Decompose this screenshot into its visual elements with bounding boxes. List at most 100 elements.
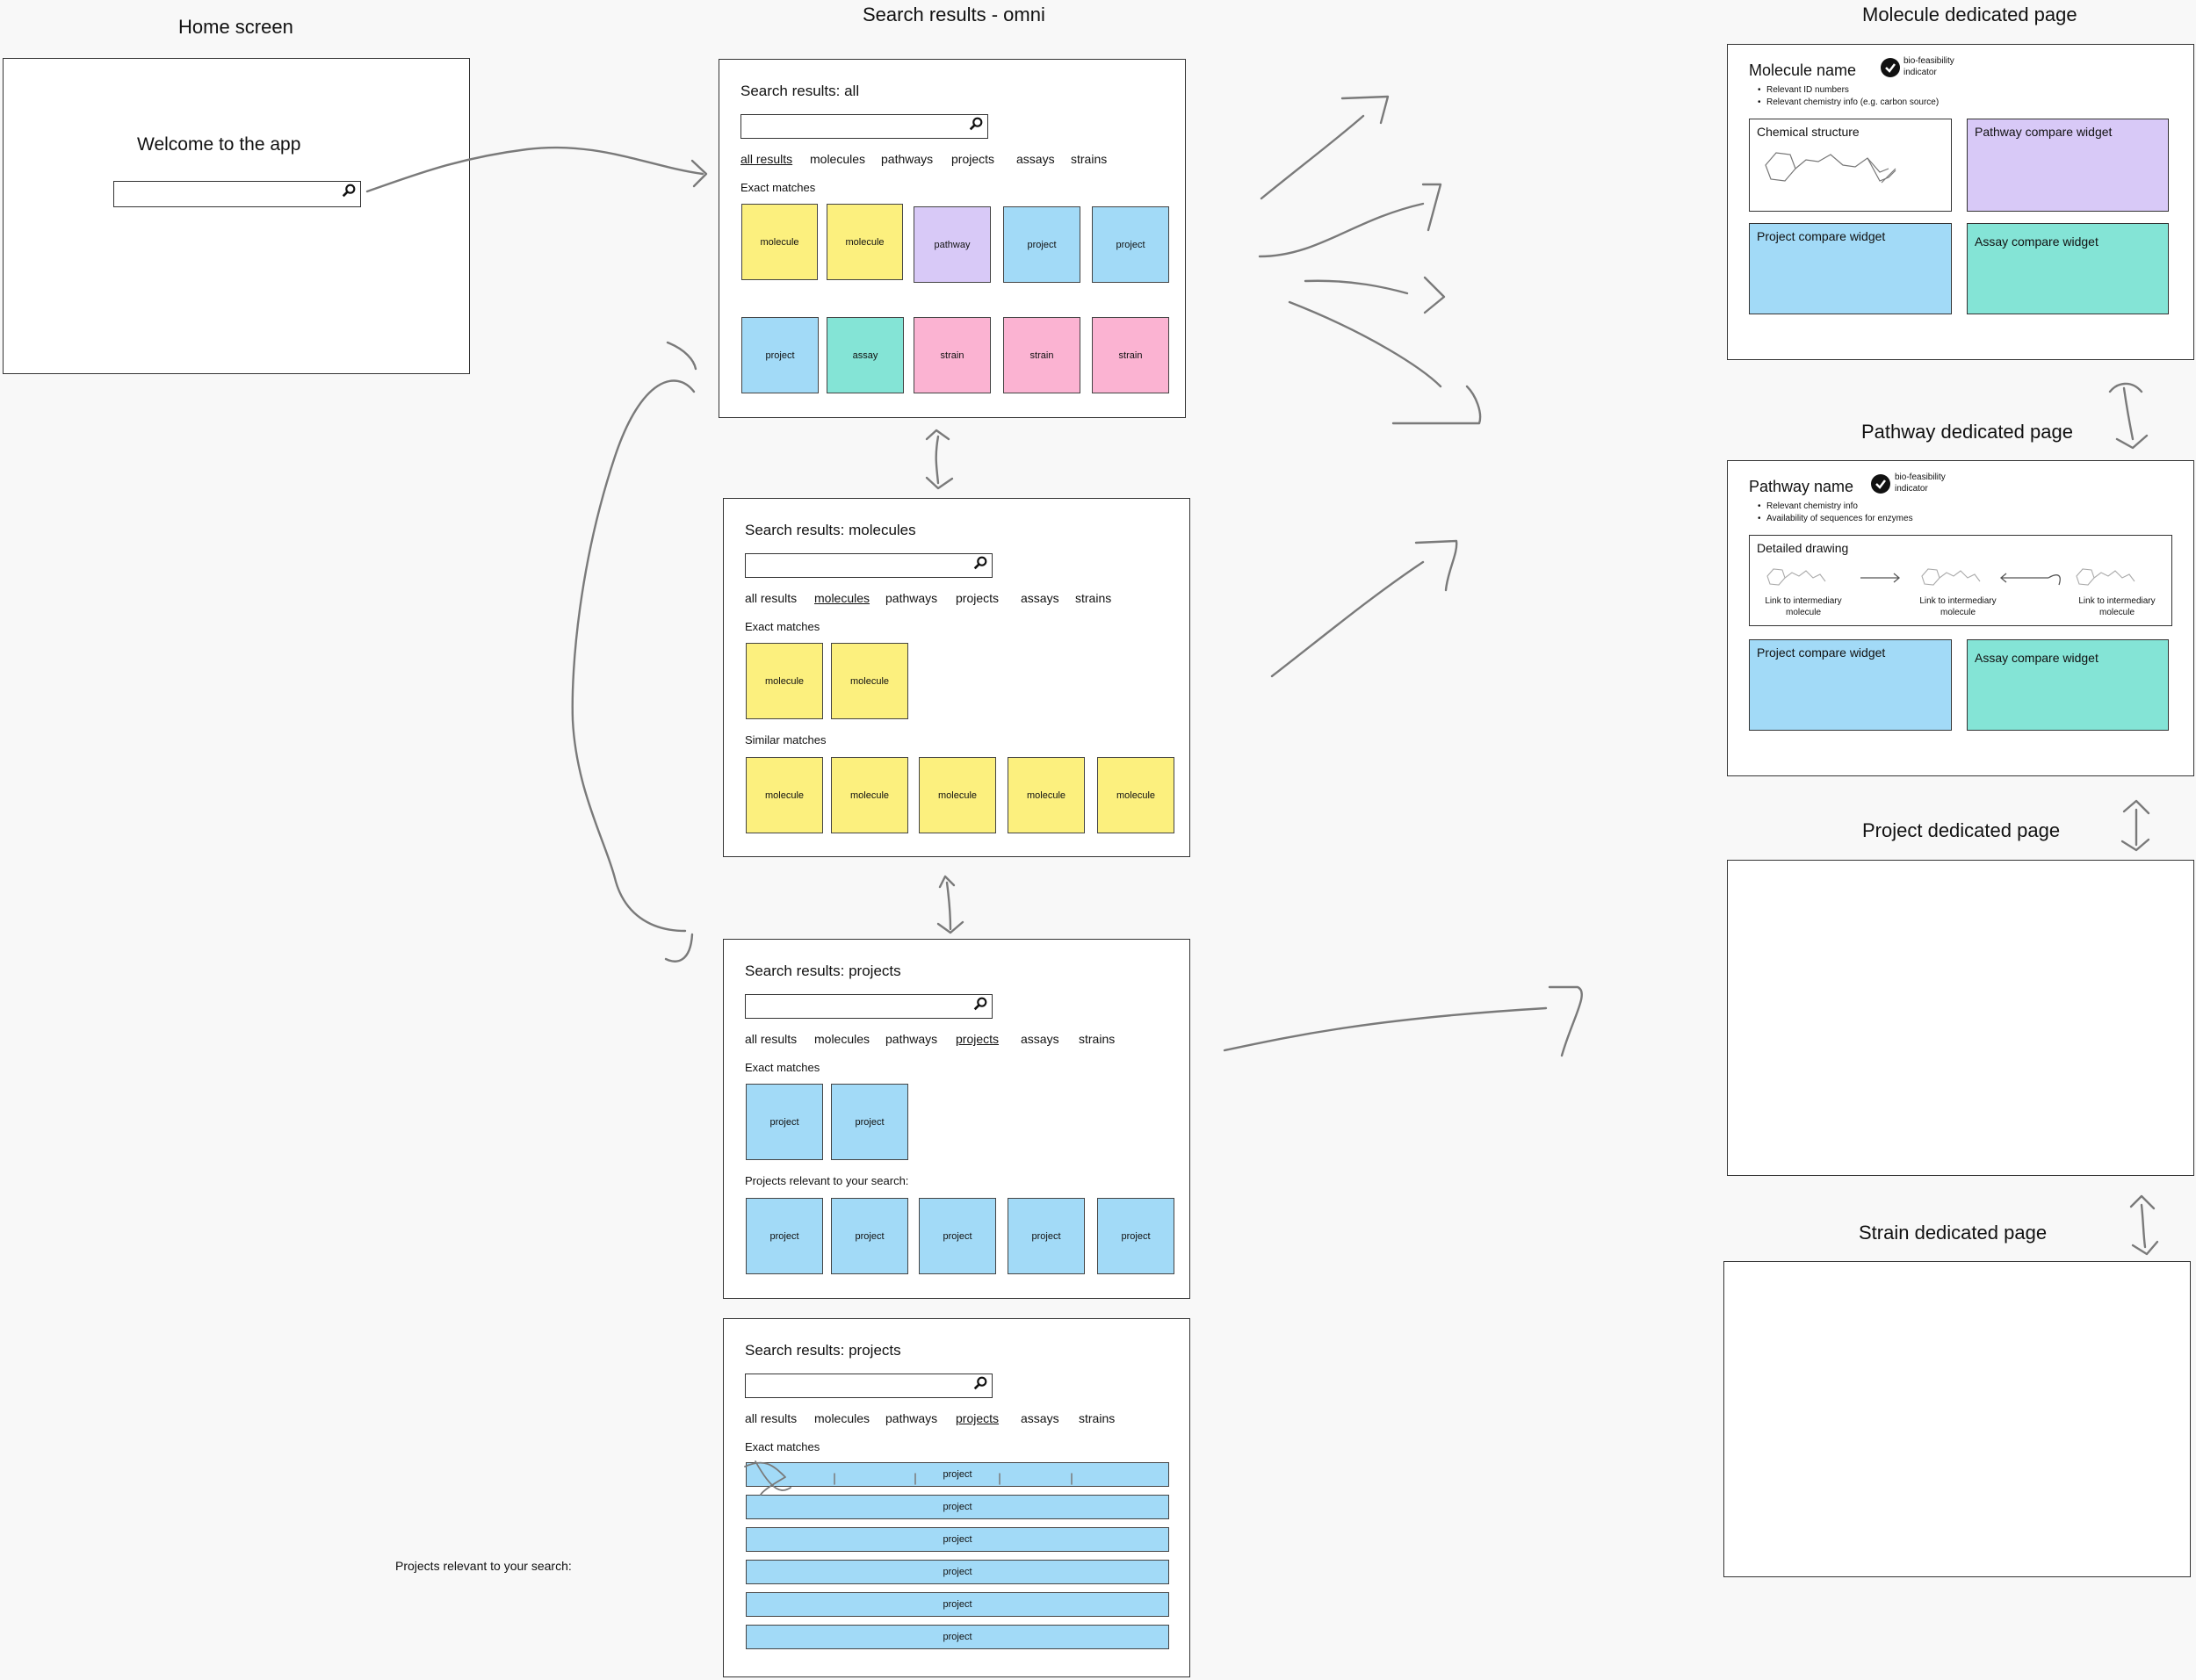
result-card-project[interactable]: project: [746, 1084, 823, 1160]
result-card-project[interactable]: project: [1092, 206, 1169, 283]
project-row[interactable]: project: [746, 1560, 1169, 1584]
result-card-project[interactable]: project: [831, 1084, 908, 1160]
result-card-project[interactable]: project: [1097, 1198, 1174, 1274]
result-card-project[interactable]: project: [831, 1198, 908, 1274]
tab-molecules[interactable]: molecules: [814, 591, 870, 605]
result-card-molecule[interactable]: molecule: [827, 204, 903, 280]
search-icon[interactable]: [972, 1375, 988, 1391]
arrow-projects-project: [1223, 1006, 1548, 1052]
tab-assays[interactable]: assays: [1016, 152, 1055, 166]
widget-label: Chemical structure: [1757, 125, 1860, 139]
search-icon[interactable]: [341, 183, 357, 198]
result-card-molecule[interactable]: molecule: [1008, 757, 1085, 833]
home-search-input[interactable]: [113, 181, 361, 207]
tab-assays[interactable]: assays: [1021, 1411, 1059, 1425]
pathway-page-frame: Pathway name bio-feasibility indicator •…: [1727, 460, 2194, 776]
tab-molecules[interactable]: molecules: [814, 1411, 870, 1425]
tab-projects[interactable]: projects: [956, 1032, 1000, 1046]
search-icon[interactable]: [968, 116, 984, 132]
result-card-strain[interactable]: strain: [914, 317, 991, 393]
search-icon[interactable]: [972, 555, 988, 571]
chemical-structure-drawing: [1765, 152, 1896, 184]
result-card-project[interactable]: project: [741, 317, 819, 393]
project-compare-widget[interactable]: Project compare widget: [1749, 223, 1952, 314]
arrowhead: [690, 159, 708, 188]
tab-all-results[interactable]: all results: [740, 152, 793, 166]
bullet-dot: •: [1758, 501, 1761, 511]
tab-assays[interactable]: assays: [1021, 1032, 1059, 1046]
result-card-molecule[interactable]: molecule: [1097, 757, 1174, 833]
result-card-molecule[interactable]: molecule: [746, 643, 823, 719]
intermediary-link[interactable]: Link to intermediary molecule: [2073, 595, 2161, 618]
search-input[interactable]: [740, 114, 988, 139]
tab-strains[interactable]: strains: [1079, 1032, 1116, 1046]
pathway-page-title: Pathway dedicated page: [1861, 421, 2073, 443]
arrow-project-strain-page: [2140, 1203, 2147, 1249]
result-card-project[interactable]: project: [746, 1198, 823, 1274]
tab-molecules[interactable]: molecules: [814, 1032, 870, 1046]
result-card-project[interactable]: project: [919, 1198, 996, 1274]
bullet-item: Availability of sequences for enzymes: [1766, 514, 1913, 523]
result-card-strain[interactable]: strain: [1003, 317, 1080, 393]
result-card-project[interactable]: project: [1008, 1198, 1085, 1274]
result-card-strain[interactable]: strain: [1092, 317, 1169, 393]
project-compare-widget[interactable]: Project compare widget: [1749, 639, 1952, 731]
result-card-molecule[interactable]: molecule: [919, 757, 996, 833]
tab-projects[interactable]: projects: [956, 1411, 1000, 1425]
tab-pathways[interactable]: pathways: [881, 152, 934, 166]
chemical-structure-widget[interactable]: Chemical structure: [1749, 119, 1952, 212]
tab-all-results[interactable]: all results: [745, 1032, 798, 1046]
section-label-exact: Exact matches: [745, 1061, 820, 1074]
assay-compare-widget[interactable]: Assay compare widget: [1967, 223, 2169, 314]
result-card-assay[interactable]: assay: [827, 317, 904, 393]
arrowhead: [2108, 382, 2143, 393]
intermediary-link[interactable]: Link to intermediary molecule: [1918, 595, 1997, 618]
tab-all-results[interactable]: all results: [745, 1411, 798, 1425]
tab-all-results[interactable]: all results: [745, 591, 798, 605]
tab-pathways[interactable]: pathways: [885, 1032, 938, 1046]
home-screen-title: Home screen: [178, 16, 293, 38]
tab-projects[interactable]: projects: [951, 152, 995, 166]
search-results-projects-list-panel: Search results: projects all results mol…: [723, 1318, 1190, 1677]
project-row[interactable]: project: [746, 1592, 1169, 1617]
arrow-loop: [571, 379, 696, 933]
result-card-molecule[interactable]: molecule: [831, 643, 908, 719]
result-card-molecule[interactable]: molecule: [741, 204, 818, 280]
molecule-page-title: Molecule dedicated page: [1862, 4, 2077, 25]
arrow-fan-4: [1288, 300, 1442, 388]
project-row[interactable]: project: [746, 1527, 1169, 1552]
detailed-drawing-widget[interactable]: Detailed drawing Link to intermediary mo…: [1749, 535, 2172, 626]
result-card-project[interactable]: project: [1003, 206, 1080, 283]
result-card-pathway[interactable]: pathway: [914, 206, 991, 283]
search-input[interactable]: [745, 553, 993, 578]
bullet-dot: •: [1758, 85, 1761, 95]
search-input[interactable]: [745, 1374, 993, 1398]
project-row[interactable]: project: [746, 1495, 1169, 1519]
project-page-frame: [1727, 860, 2194, 1176]
result-card-molecule[interactable]: molecule: [831, 757, 908, 833]
tab-strains[interactable]: strains: [1079, 1411, 1116, 1425]
intermediary-link[interactable]: Link to intermediary molecule: [1764, 595, 1843, 618]
result-card-molecule[interactable]: molecule: [746, 757, 823, 833]
welcome-text: Welcome to the app: [137, 134, 301, 155]
search-input[interactable]: [745, 994, 993, 1019]
tab-strains[interactable]: strains: [1075, 591, 1112, 605]
project-row[interactable]: project: [746, 1625, 1169, 1649]
search-icon[interactable]: [972, 996, 988, 1012]
tab-pathways[interactable]: pathways: [885, 1411, 938, 1425]
intermediary-link-line1: Link to intermediary: [2078, 596, 2156, 606]
tab-projects[interactable]: projects: [956, 591, 1000, 605]
tab-assays[interactable]: assays: [1021, 591, 1059, 605]
arrowhead: [936, 920, 964, 934]
assay-compare-widget[interactable]: Assay compare widget: [1967, 639, 2169, 731]
tab-molecules[interactable]: molecules: [810, 152, 866, 166]
tab-pathways[interactable]: pathways: [885, 591, 938, 605]
arrowhead: [2129, 1194, 2156, 1210]
strain-page-title: Strain dedicated page: [1859, 1222, 2048, 1244]
widget-label: Detailed drawing: [1757, 541, 1849, 555]
pathway-compare-widget[interactable]: Pathway compare widget: [1967, 119, 2169, 212]
project-row[interactable]: project: [746, 1462, 1169, 1487]
arrowhead: [1391, 385, 1482, 425]
arrowhead: [925, 429, 950, 441]
tab-strains[interactable]: strains: [1071, 152, 1108, 166]
